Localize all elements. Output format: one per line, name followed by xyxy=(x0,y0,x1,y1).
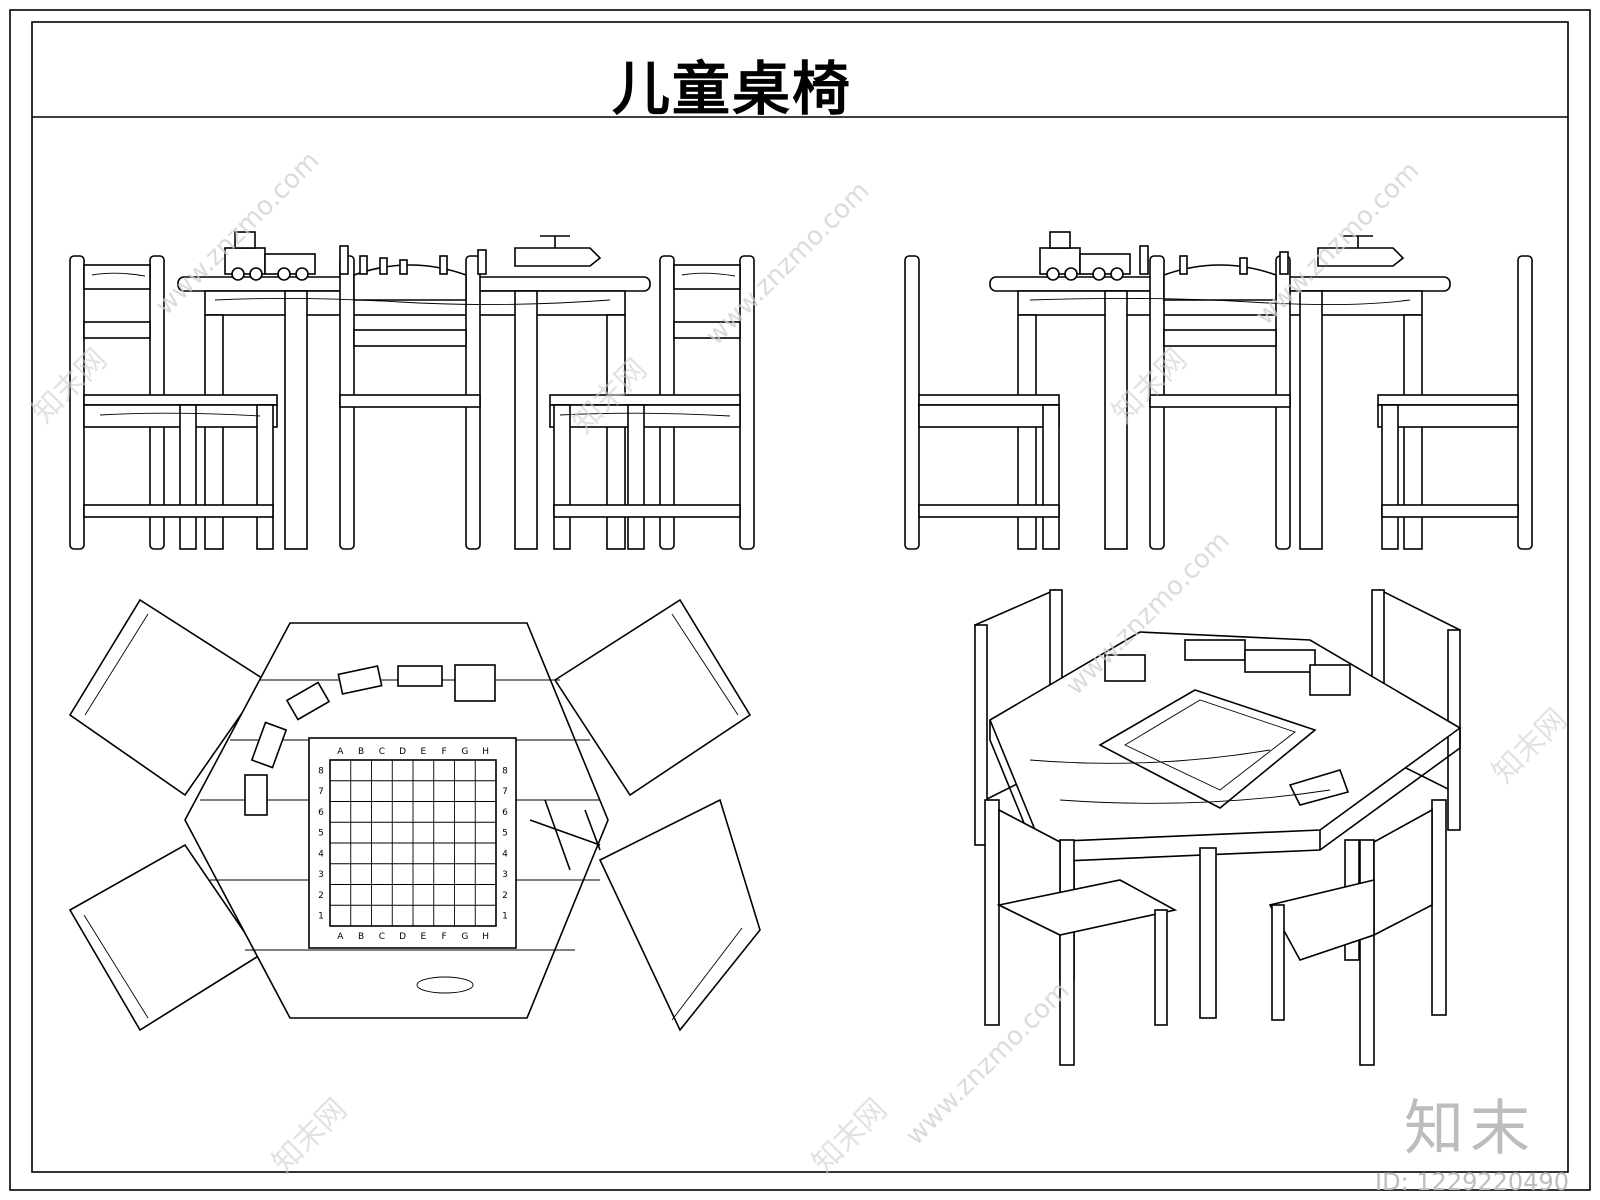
board-file-label: H xyxy=(482,932,489,942)
board-rank-label: 1 xyxy=(502,912,508,922)
board-file-label: E xyxy=(421,932,427,942)
board-file-label: A xyxy=(337,747,344,757)
board-file-label: G xyxy=(461,932,468,942)
board-rank-label: 6 xyxy=(502,808,508,818)
plan-view: A A B B C C D D E E F F G G H H 8 8 7 7 6 6 5 5 4 4 3 3 2 2 1 1 xyxy=(68,598,761,1032)
board-file-label: C xyxy=(379,932,385,942)
toy-plane xyxy=(514,247,602,267)
board-rank-label: 8 xyxy=(318,766,324,776)
plan-toy-plane xyxy=(529,799,601,871)
board-file-label: G xyxy=(461,747,468,757)
side-elevation xyxy=(904,231,1533,550)
board-rank-label: 6 xyxy=(318,808,324,818)
board-file-label: B xyxy=(358,747,364,757)
board-rank-label: 8 xyxy=(502,766,508,776)
board-file-label: D xyxy=(399,747,406,757)
board-rank-label: 3 xyxy=(318,870,324,880)
board-file-label: H xyxy=(482,747,489,757)
image-id: ID: 1229220490 xyxy=(1375,1168,1569,1196)
board-rank-label: 1 xyxy=(318,912,324,922)
board-rank-label: 5 xyxy=(502,829,508,839)
outer-frame xyxy=(9,9,1591,1191)
board-rank-label: 7 xyxy=(502,787,508,797)
board-rank-label: 5 xyxy=(318,829,324,839)
isometric-view xyxy=(974,588,1462,1066)
board-rank-label: 4 xyxy=(502,849,508,859)
board-file-label: C xyxy=(379,747,385,757)
board-rank-label: 3 xyxy=(502,870,508,880)
plan-chair-tr xyxy=(553,598,752,797)
front-elevation xyxy=(69,231,755,550)
board-file-label: D xyxy=(399,932,406,942)
board-file-label: F xyxy=(442,747,447,757)
board-file-label: B xyxy=(358,932,364,942)
iso-chessboard xyxy=(1098,689,1317,809)
board-file-label: F xyxy=(442,932,447,942)
plan-chair-br xyxy=(598,798,761,1032)
plan-chessboard: A A B B C C D D E E F F G G H H 8 8 7 7 6 6 5 5 4 4 3 3 2 2 1 1 xyxy=(308,737,517,949)
page-title: 儿童桌椅 xyxy=(612,55,853,123)
board-file-label: A xyxy=(337,932,344,942)
board-rank-label: 7 xyxy=(318,787,324,797)
brand-logo: 知末 xyxy=(1404,1094,1536,1164)
board-rank-label: 2 xyxy=(318,891,324,901)
board-rank-label: 2 xyxy=(502,891,508,901)
board-file-label: E xyxy=(421,747,427,757)
board-rank-label: 4 xyxy=(318,849,324,859)
inner-frame xyxy=(31,21,1569,1173)
